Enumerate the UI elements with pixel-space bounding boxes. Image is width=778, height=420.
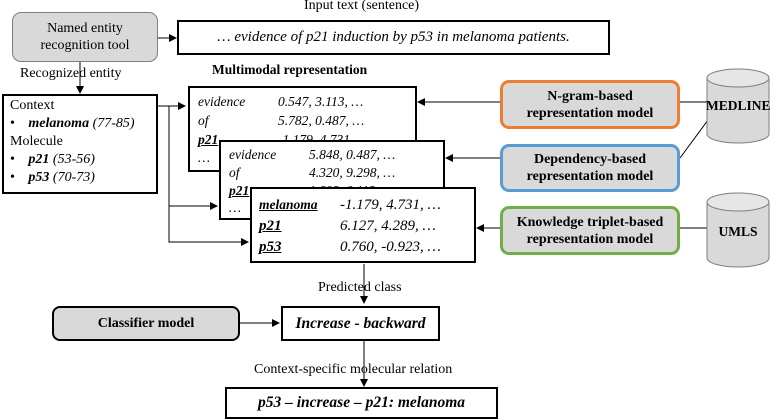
ner-tool-label: Named entity recognition tool [40,21,130,53]
vector-term: of [198,113,209,128]
bullet: • [10,152,15,167]
prediction-result: Increase - backward [295,314,426,332]
molecule-item: • p21 (53-56) [10,152,95,168]
molecule-item-span: (70-73) [52,170,95,185]
medline-database: MEDLINE [706,68,771,144]
vector-values: 0.760, -0.923, … [340,239,441,255]
vector-term: evidence [229,147,277,162]
umls-database: UMLS [706,192,770,268]
vector-values: 6.127, 4.289, … [340,218,436,234]
relation-caption: Context-specific molecular relation [254,362,453,377]
recognized-entity-box: Context • melanoma (77-85) Molecule • p2… [2,94,158,194]
ner-tool-box: Named entity recognition tool [12,12,158,62]
relation-result: p53 – increase – p21: melanoma [257,394,466,411]
recognized-caption: Recognized entity [20,66,122,81]
vector-term: p53 [259,239,282,255]
database-icon [706,192,770,268]
ngram-model-label: N-gram-based representation model [526,88,654,121]
knowledge-model-box: Knowledge triplet-based representation m… [500,206,680,255]
vector-term: … [229,200,242,215]
arrow-medline-to-dependency [679,119,709,159]
vector-values: 5.782, 0.487, … [278,113,365,128]
vector-term: melanoma [259,197,318,212]
vector-values: 5.848, 0.487, … [309,147,396,162]
vector-term: evidence [198,94,246,109]
knowledge-model-label: Knowledge triplet-based representation m… [516,214,664,247]
input-sentence: … evidence of p21 induction by p53 in me… [217,29,570,45]
molecule-item: • p53 (70-73) [10,170,95,186]
molecule-heading: Molecule [10,134,63,149]
molecule-item-span: (53-56) [52,152,95,167]
input-sentence-box: … evidence of p21 induction by p53 in me… [177,20,610,55]
prediction-caption: Predicted class [318,280,402,295]
molecule-item-name: p53 [28,170,50,185]
database-icon [706,68,770,144]
vector-values: 0.547, 3.113, … [278,94,364,109]
vector-values: -1.179, 4.731, … [340,197,441,213]
medline-label: MEDLINE [706,98,771,113]
relation-result-box: p53 – increase – p21: melanoma [225,387,498,419]
context-item-name: melanoma [28,116,90,131]
vector-term: p21 [259,218,282,234]
vector-term: p21 [229,183,250,198]
dependency-model-label: Dependency-based representation model [526,152,654,184]
context-heading: Context [10,98,55,113]
bullet: • [10,116,15,131]
bullet: • [10,170,15,185]
ngram-model-box: N-gram-based representation model [500,80,680,129]
context-item-span: (77-85) [92,116,135,131]
dependency-model-box: Dependency-based representation model [500,144,680,192]
prediction-result-box: Increase - backward [281,306,440,341]
vector-term: p21 [198,132,219,147]
umls-label: UMLS [718,224,758,239]
vector-term: of [229,165,240,180]
classifier-model-label: Classifier model [97,316,195,331]
multimodal-caption: Multimodal representation [212,62,368,77]
knowledge-vector-table: melanoma -1.179, 4.731, … p21 6.127, 4.2… [250,187,476,263]
vector-term: … [198,150,211,165]
classifier-model-box: Classifier model [52,306,240,341]
arrow-entity-to-table3 [168,206,249,246]
vector-values: 4.320, 9.298, … [309,165,396,180]
input-caption: Input text (sentence) [304,0,420,13]
molecule-item-name: p21 [28,152,50,167]
context-item: • melanoma (77-85) [10,116,135,132]
